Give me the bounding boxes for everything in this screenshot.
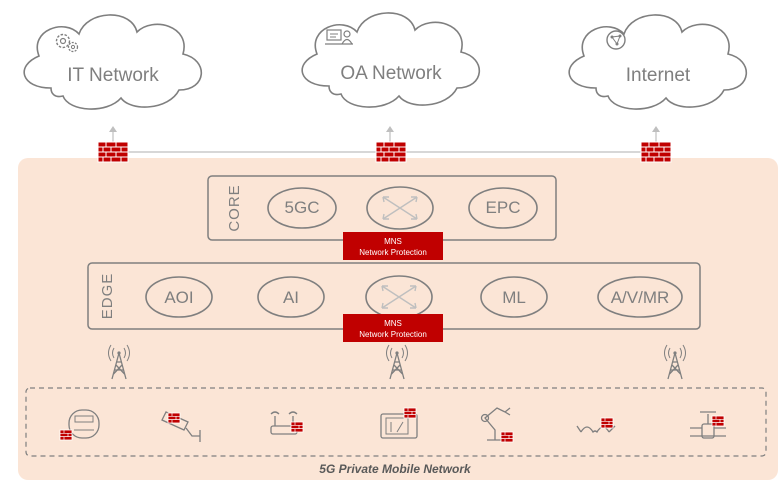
edge-node-avmr: A/V/MR: [597, 276, 683, 318]
core-box: CORE 5GC EPC: [207, 175, 557, 241]
core-node-epc: EPC: [468, 187, 538, 229]
edge-node-label: ML: [502, 288, 526, 307]
core-node-label: 5GC: [285, 198, 320, 217]
cloud-oa-network: OA Network: [301, 12, 481, 108]
devices-box: [25, 387, 767, 457]
smart-glasses-icon: [576, 417, 616, 434]
mns-badge-core: MNS Network Protection: [343, 232, 443, 260]
edge-node-ml: ML: [480, 276, 548, 318]
mns-mini-badge: [711, 415, 725, 427]
firewall-it: [97, 126, 129, 163]
edge-label: EDGE: [99, 273, 116, 320]
valve-icon: [690, 411, 726, 439]
cloud-label: OA Network: [340, 63, 442, 84]
core-label: CORE: [226, 184, 243, 231]
mns-mini-badge: [600, 417, 614, 429]
edge-node-label: AI: [283, 288, 299, 307]
devices-group: [59, 407, 726, 443]
cloud-it-network: IT Network: [23, 14, 203, 110]
cloud-label: IT Network: [67, 65, 159, 86]
mns-mini-badge: [500, 431, 514, 443]
mns-mini-badge: [59, 429, 73, 441]
globe-network-icon: [606, 30, 626, 50]
gears-icon: [55, 33, 79, 53]
mns-mini-badge: [403, 407, 417, 419]
footer-label: 5G Private Mobile Network: [319, 462, 472, 476]
mns-badge-edge: MNS Network Protection: [343, 314, 443, 342]
firewall-oa: [375, 126, 407, 163]
robot-arm-icon: [480, 407, 514, 443]
clouds-group: IT Network OA Network Internet: [23, 12, 748, 110]
mns-badge-title: MNS: [384, 237, 402, 246]
edge-node-aoi: AOI: [145, 276, 213, 318]
mns-badge-subtitle: Network Protection: [359, 248, 427, 257]
core-node-5gc: 5GC: [267, 187, 337, 229]
camera-icon: [161, 411, 201, 442]
edge-box: EDGE AOI AI ML A/V/MR: [87, 262, 701, 330]
cloud-internet: Internet: [568, 14, 748, 110]
mns-mini-badge: [290, 421, 304, 433]
router-icon: [270, 411, 304, 435]
meter-icon: [59, 409, 100, 441]
firewall-internet: [640, 126, 672, 163]
mns-badge-subtitle: Network Protection: [359, 330, 427, 339]
mns-badge-title: MNS: [384, 319, 402, 328]
cloud-label: Internet: [626, 65, 691, 86]
edge-node-label: A/V/MR: [611, 288, 670, 307]
edge-node-label: AOI: [164, 288, 193, 307]
edge-node-ai: AI: [257, 276, 325, 318]
office-worker-icon: [325, 29, 353, 45]
core-node-label: EPC: [486, 198, 521, 217]
tablet-icon: [380, 407, 418, 439]
mns-mini-badge: [167, 412, 181, 424]
